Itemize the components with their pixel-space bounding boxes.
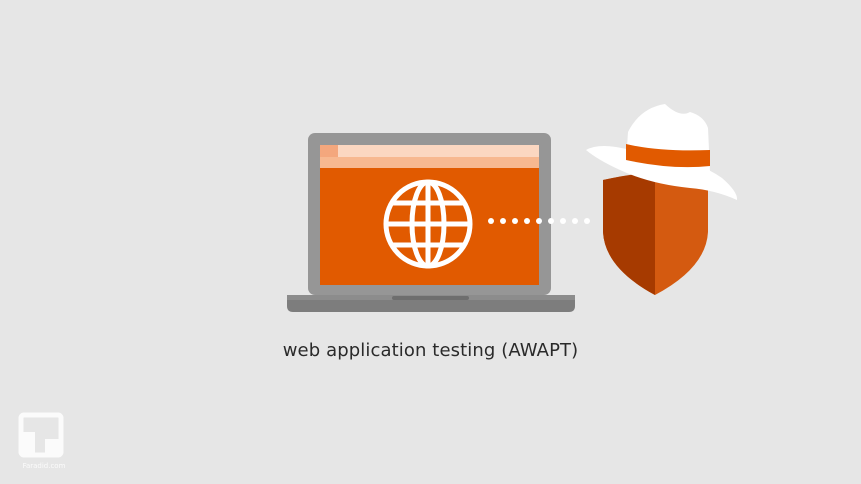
faradid-logo-icon xyxy=(18,412,64,458)
caption-text: web application testing (AWAPT) xyxy=(282,340,579,361)
white-hat-icon xyxy=(586,104,738,200)
shield-icon xyxy=(603,172,708,295)
screen-bar-top xyxy=(320,145,539,157)
screen-bar-top-accent xyxy=(320,145,338,157)
screen-bar-second xyxy=(320,157,539,168)
globe-icon xyxy=(383,179,473,269)
watermark-text: Faradid.com xyxy=(22,462,66,470)
watermark: Faradid.com xyxy=(18,412,68,474)
laptop-notch xyxy=(392,296,469,300)
dotted-connector-icon xyxy=(488,218,590,224)
